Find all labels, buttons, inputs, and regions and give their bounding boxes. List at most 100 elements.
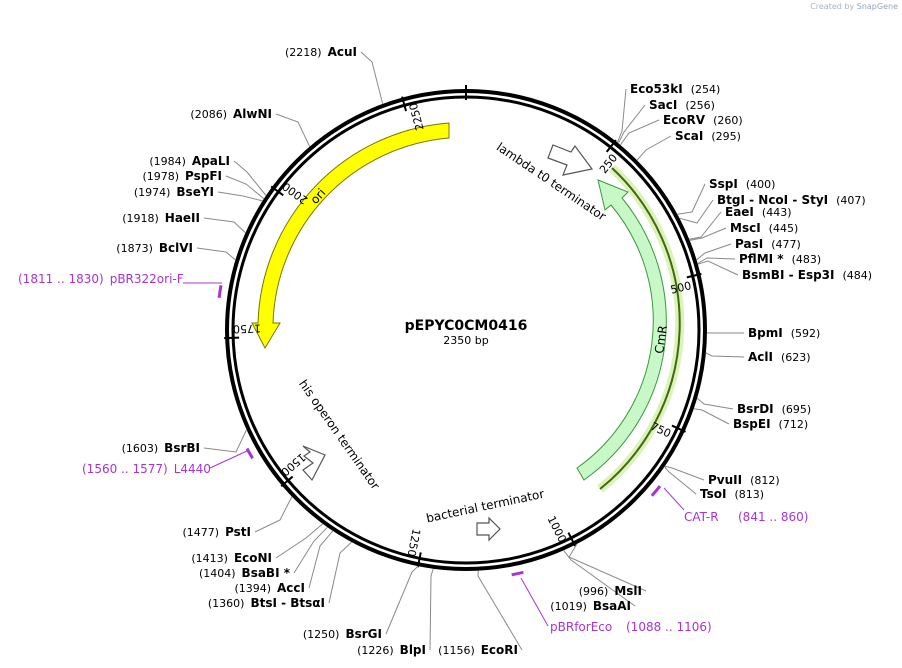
site-btgi-ncoi-styi-leader [679,199,714,224]
site-bseyi[interactable]: BseYI(1974) [134,185,214,199]
primer-pbrforeco-range: (1088 .. 1106) [626,620,712,634]
site-eaei[interactable]: EaeI (443) [725,205,792,219]
site-bspei-leader [693,408,730,425]
site-msci[interactable]: MscI(445) [730,221,798,235]
plasmid-name: pEPYC0CM0416 [405,318,528,334]
site-alwni-name: AlwNI [233,107,272,121]
feature-his-operon-terminator[interactable]: his operon terminator [296,377,382,492]
primer-cat-r[interactable]: CAT-R(841 .. 860) [684,510,808,524]
site-blpi[interactable]: BlpI(1226) [357,643,426,657]
site-eaei-name: EaeI [725,205,754,219]
site-econi-name: EcoNI [234,551,272,565]
site-msli-pos: (996) [579,585,609,598]
site-bsrbi-pos: (1603) [122,442,159,455]
site-acci[interactable]: AccI(1394) [234,581,305,595]
site-ecori-leader [477,570,523,651]
site-bsrgi-pos: (1250) [303,628,340,641]
site-pvuii-name: PvuII [708,473,742,487]
site-apali[interactable]: ApaLI(1984) [149,154,230,168]
site-btsi-bts-i[interactable]: BtsI - BtsαI(1360) [208,596,325,610]
site-acli[interactable]: AclI(623) [748,350,811,364]
lambda-terminator-arrow [547,144,594,176]
site-tsoi[interactable]: TsoI(813) [700,487,764,501]
site-acui[interactable]: AcuI(2218) [285,45,357,59]
site-btgi-ncoi-styi[interactable]: BtgI - NcoI - StyI(407) [717,193,866,207]
site-haeii-name: HaeII [165,211,200,225]
site-btgi-ncoi-styi-name: BtgI - NcoI - StyI [717,193,828,207]
site-apali-name: ApaLI [192,154,230,168]
site-bpmi[interactable]: BpmI(592) [748,326,820,340]
site-psti-name: PstI [225,525,251,539]
site-bsabi[interactable]: BsaBI *(1404) [199,566,291,580]
tick-1250 [416,552,422,568]
tick-750 [671,424,686,433]
tick-250 [605,139,617,153]
site-bsaai-leader [563,549,636,607]
primer-pbrforeco-mark [511,570,524,577]
ori-arrow [251,122,450,350]
plasmid-length: 2350 bp [443,334,488,347]
site-bsrgi[interactable]: BsrGI (1250) [303,627,382,641]
site-scai[interactable]: ScaI(295) [675,129,741,143]
primer-l4440[interactable]: (1560 .. 1577)L4440 [82,462,211,476]
cmr-arrow [576,179,667,481]
site-econi[interactable]: EcoNI (1413) [191,551,272,565]
site-eco53ki[interactable]: Eco53kI(254) [630,82,720,96]
site-haeii-leader [203,217,246,234]
site-msci-leader [689,227,727,241]
feature-lambda-t0-terminator[interactable]: lambda t0 terminator [494,140,609,224]
site-econi-pos: (1413) [191,552,228,565]
site-bspei[interactable]: BspEI(712) [733,417,808,431]
site-bsaai[interactable]: BsaAI(1019) [550,599,631,613]
site-pasi[interactable]: PasI(477) [735,237,801,251]
feature-bacterial-terminator[interactable]: bacterial terminator [425,487,546,542]
tick-label-750: 750 [648,420,673,441]
primer-cat-r-mark [650,485,662,497]
site-psti[interactable]: PstI(1477) [182,525,251,539]
primer-pbrforeco[interactable]: (1088 .. 1106)pBRforEco [550,620,712,634]
site-eaei-pos: (443) [762,206,792,219]
cmr-outline [599,167,681,490]
bacterial-terminator-label: bacterial terminator [425,487,546,526]
site-bclvi-leader [196,247,236,261]
site-pvuii[interactable]: PvuII(812) [708,473,780,487]
site-bsrgi-name: BsrGI [345,627,382,641]
site-bclvi[interactable]: BclVI(1873) [116,241,193,255]
site-pspfi[interactable]: PspFI(1978) [142,169,222,183]
site-bsrdi-leader [696,397,734,410]
site-msli-name: MslI [614,584,642,598]
site-bsaai-pos: (1019) [550,600,587,613]
site-pflmi[interactable]: PflMI *(483) [739,252,821,266]
site-acli-name: AclI [748,350,773,364]
site-sspi[interactable]: SspI(400) [709,177,775,191]
site-pflmi-name: PflMI * [739,252,784,266]
site-haeii[interactable]: HaeII(1918) [122,211,200,225]
site-bsmbi-esp3i[interactable]: BsmBI - Esp3I(484) [742,268,872,282]
primer-pbr322ori-f-range: (1811 .. 1830) [18,272,104,286]
site-bsrdi[interactable]: BsrDI(695) [737,402,811,416]
site-bseyi-pos: (1974) [134,186,171,199]
site-saci[interactable]: SacI(256) [649,98,715,112]
site-eco53ki-pos: (254) [691,83,721,96]
feature-ori[interactable]: ori [251,122,450,350]
site-alwni[interactable]: AlwNI(2086) [190,107,272,121]
site-blpi-leader [429,568,434,651]
site-ecorv[interactable]: EcoRV(260) [663,113,743,127]
site-psti-leader [254,496,293,533]
feature-cmr[interactable]: CmR [576,164,685,493]
site-msli[interactable]: MslI (996) [579,584,642,598]
primer-cat-r-name: CAT-R [684,510,719,524]
site-bclvi-pos: (1873) [116,242,153,255]
primer-pbr322ori-f[interactable]: (1811 .. 1830)pBR322ori-F [18,272,184,286]
site-ecori-name: EcoRI [481,643,518,657]
site-apali-leader [233,160,267,196]
site-acli-leader [705,352,745,358]
site-bsrbi[interactable]: BsrBI(1603) [122,441,200,455]
site-saci-name: SacI [649,98,677,112]
tick-2250 [401,96,407,112]
site-bsrdi-pos: (695) [782,403,812,416]
snapgene-credit: Created by SnapGene [810,2,898,11]
site-ecori[interactable]: EcoRI(1156) [438,643,518,657]
site-leaders [196,51,745,651]
tick-marks [224,85,702,568]
